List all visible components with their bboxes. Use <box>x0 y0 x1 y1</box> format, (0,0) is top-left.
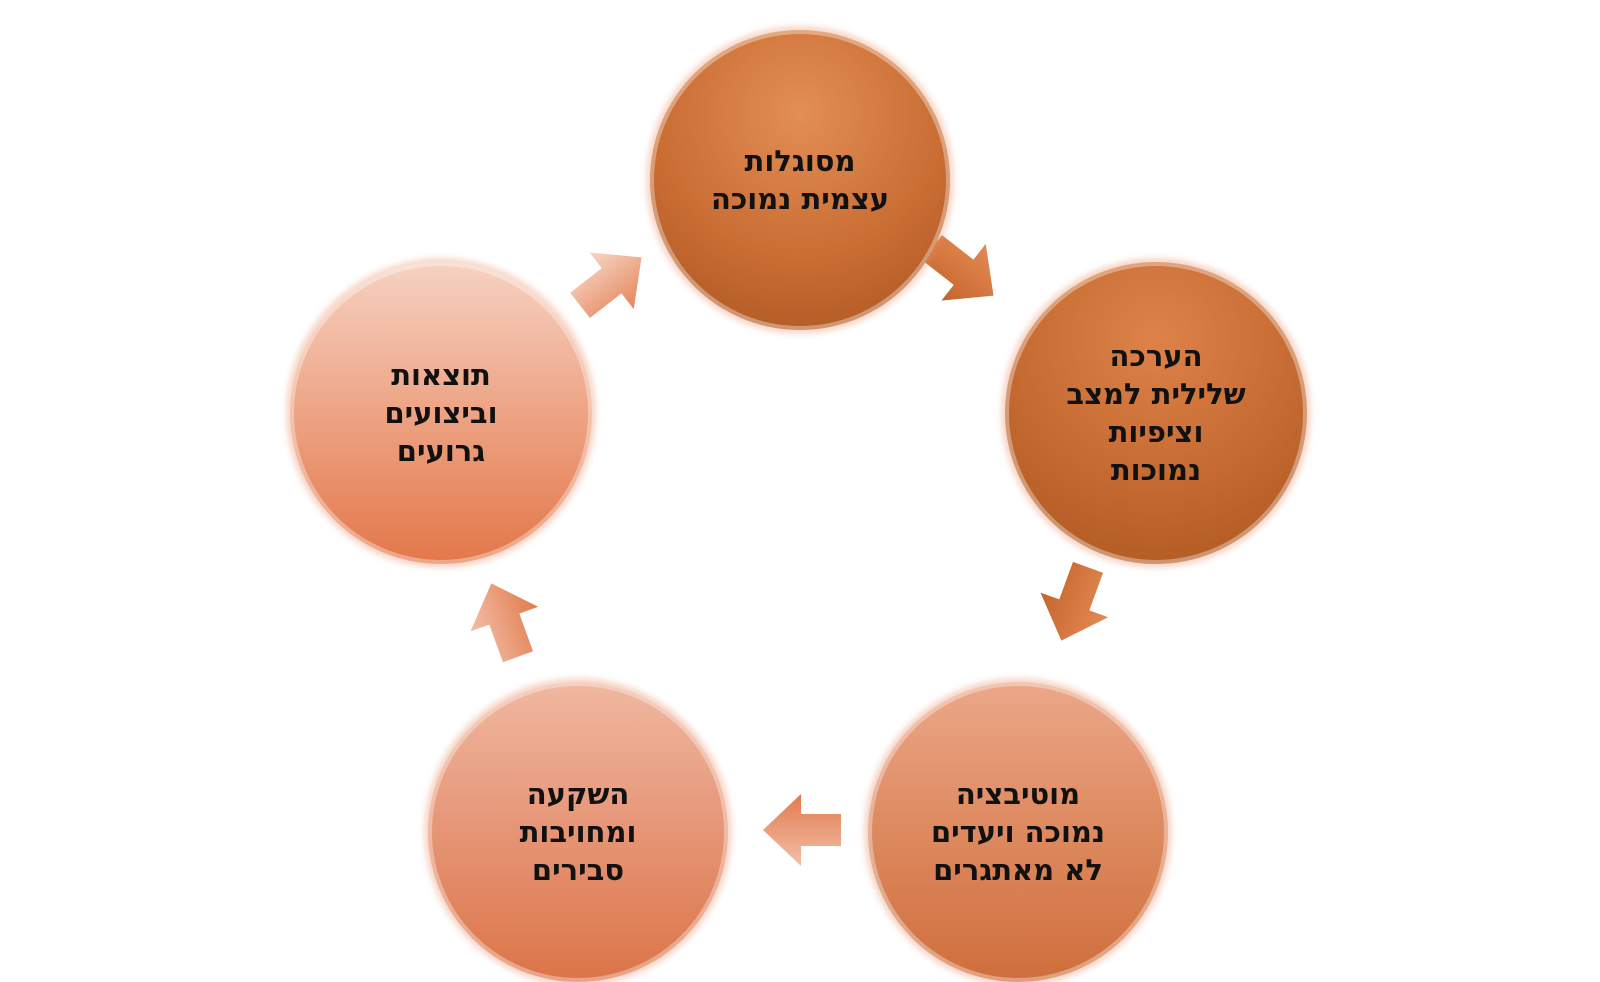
arrow-n2-to-n3 <box>1027 554 1122 653</box>
node-label: תוצאות וביצועים גרועים <box>384 358 498 468</box>
cycle-node-negative-assessment: הערכה שלילית למצב וציפיות נמוכות <box>1005 262 1307 564</box>
node-label: השקעה ומחויבות סבירים <box>519 777 637 887</box>
cycle-node-investment-commitment: השקעה ומחויבות סבירים <box>428 682 728 982</box>
cycle-node-low-motivation: מוטיבציה נמוכה ויעדים לא מאתגרים <box>868 682 1168 982</box>
node-label: מוטיבציה נמוכה ויעדים לא מאתגרים <box>930 777 1106 887</box>
cycle-node-low-self-efficacy: מסוגלות עצמית נמוכה <box>650 30 950 330</box>
arrow-n4-to-n5 <box>457 571 552 670</box>
cycle-node-poor-results: תוצאות וביצועים גרועים <box>290 262 592 564</box>
node-label: הערכה שלילית למצב וציפיות נמוכות <box>1066 339 1246 487</box>
arrow-n5-to-n1 <box>557 229 664 334</box>
node-label: מסוגלות עצמית נמוכה <box>710 144 890 216</box>
arrow-n3-to-n4 <box>763 794 841 866</box>
